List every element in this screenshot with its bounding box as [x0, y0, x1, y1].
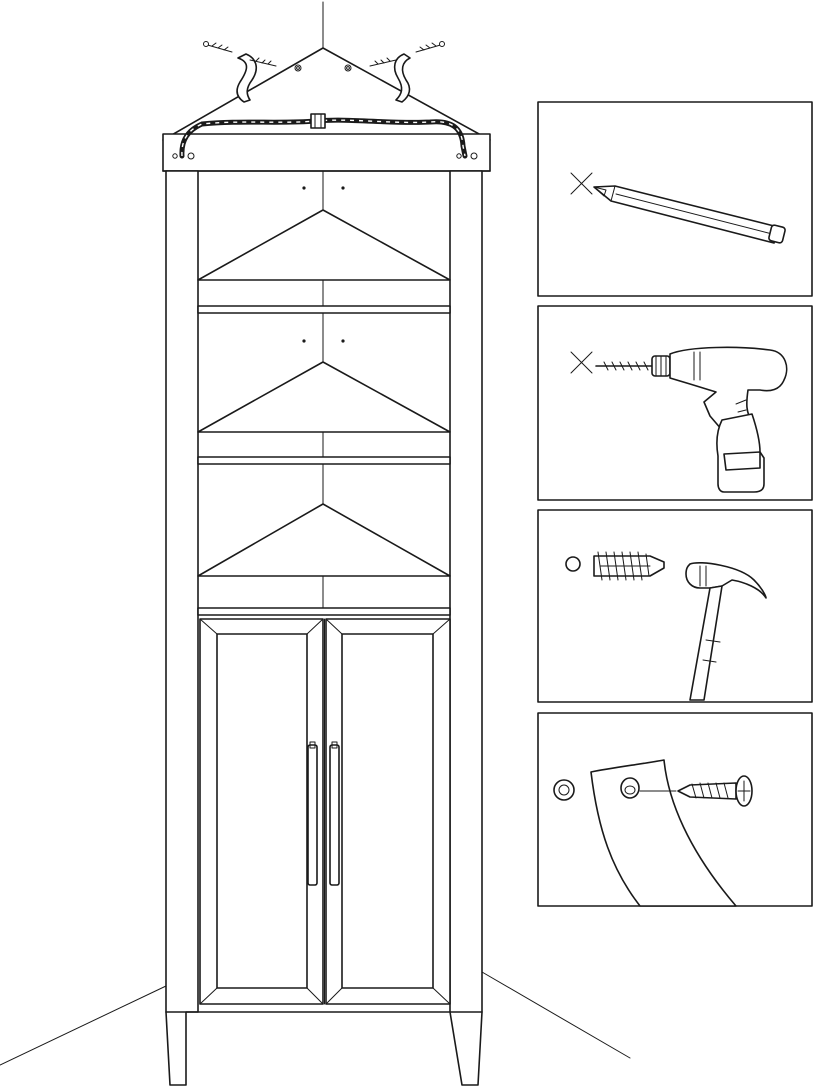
step-panel-anchor — [537, 509, 813, 703]
cabinet-side-posts — [165, 170, 483, 1086]
screw-icon — [677, 775, 753, 807]
pencil-icon — [593, 185, 786, 244]
screw-top-left — [203, 41, 277, 67]
hammer-icon — [685, 561, 767, 701]
wall-bracket-left — [236, 53, 258, 103]
step-panel-drill — [537, 305, 813, 501]
strap-end-icon — [590, 759, 737, 907]
cabinet-door-left — [199, 618, 324, 1005]
x-mark-icon — [570, 351, 593, 374]
x-mark-icon — [570, 172, 593, 195]
step-panel-mark — [537, 101, 813, 297]
shelf-3 — [197, 503, 451, 616]
drill-hole-icon — [565, 556, 581, 572]
cabinet-top-triangle — [162, 47, 491, 141]
shelf-2 — [197, 339, 451, 465]
shelf-1 — [197, 186, 451, 314]
wall-bracket-right — [393, 53, 411, 103]
cabinet-top-board — [162, 133, 491, 172]
anti-tip-strap — [179, 113, 468, 159]
step-panel-screw — [537, 712, 813, 907]
wall-plug-face-icon — [553, 779, 575, 801]
screw-top-right — [369, 41, 445, 67]
cordless-drill-icon — [595, 346, 788, 493]
room-corner — [0, 1, 631, 1066]
wall-plug-icon — [593, 551, 665, 581]
cabinet-door-right — [325, 618, 451, 1005]
